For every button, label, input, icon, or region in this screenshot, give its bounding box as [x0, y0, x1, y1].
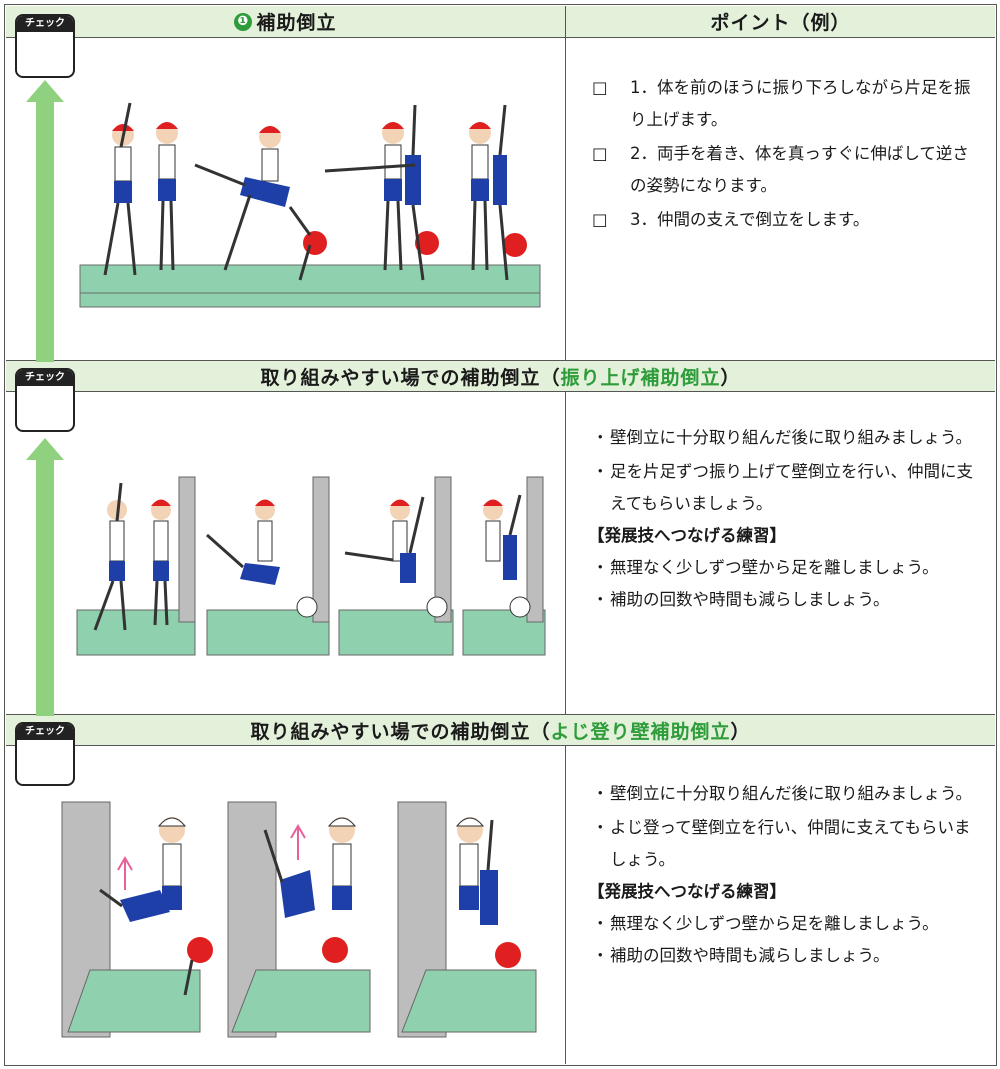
points-header: ポイント（例）: [566, 6, 995, 38]
bullet-text: 壁倒立に十分取り組んだ後に取り組みましょう。: [610, 784, 973, 803]
progress-arrow-shaft-1: [36, 100, 54, 362]
bullet-dot: ・: [592, 818, 609, 837]
column-divider-3: [565, 746, 566, 1064]
practice-subheading: 【発展技へつなげる練習】: [588, 882, 786, 901]
bullet-dot: ・: [592, 428, 609, 447]
column-divider-2: [565, 392, 566, 714]
point-text: 3．仲間の支えで倒立をします。: [630, 210, 870, 229]
bullet-text: よじ登って壁倒立を行い、仲間に支えてもらいましょう。: [610, 818, 971, 869]
progress-arrow-shaft-2: [36, 458, 54, 716]
wall-panel: [462, 476, 546, 656]
bullet-dot: ・: [592, 914, 609, 933]
bullet-text: 無理なく少しずつ壁から足を離しましょう。: [610, 558, 939, 577]
bullet-dot: ・: [592, 462, 609, 481]
point-text: 2．両手を着き、体を真っすぐに伸ばして逆さの姿勢になります。: [630, 144, 969, 195]
bullet-item: ・ 補助の回数や時間も減らしましょう。: [592, 940, 982, 972]
section3-illustration: [61, 801, 537, 1038]
bullet-text: 補助の回数や時間も減らしましょう。: [610, 946, 890, 965]
bullet-item: ・ よじ登って壁倒立を行い、仲間に支えてもらいましょう。: [592, 812, 982, 876]
points-title: ポイント（例）: [710, 12, 851, 34]
column-divider-1: [565, 6, 566, 360]
check-box-icon[interactable]: チェック: [15, 722, 75, 786]
section1-illustration: [79, 102, 541, 308]
kicking-child-figure: [194, 126, 327, 281]
bullet-item: ・ 補助の回数や時間も減らしましょう。: [592, 584, 982, 616]
point-text: 1．体を前のほうに振り下ろしながら片足を振り上げます。: [630, 78, 971, 129]
section3-points: ・ 壁倒立に十分取り組んだ後に取り組みましょう。 ・ よじ登って壁倒立を行い、仲…: [588, 778, 982, 972]
check-box-icon[interactable]: チェック: [15, 14, 75, 78]
point-item: □ 3．仲間の支えで倒立をします。: [592, 204, 982, 236]
section1-points: □ 1．体を前のほうに振り下ろしながら片足を振り上げます。 □ 2．両手を着き、…: [592, 72, 982, 236]
bullet-dot: ・: [592, 558, 609, 577]
bullet-item: ・ 無理なく少しずつ壁から足を離しましょう。: [592, 552, 982, 584]
checkbox-mark[interactable]: □: [592, 210, 608, 229]
bullet-dot: ・: [592, 590, 609, 609]
point-item: □ 2．両手を着き、体を真っすぐに伸ばして逆さの姿勢になります。: [592, 138, 982, 202]
bullet-item: ・ 足を片足ずつ振り上げて壁倒立を行い、仲間に支えてもらいましょう。: [592, 456, 982, 520]
standing-child-figure: [103, 102, 137, 276]
bullet-text: 無理なく少しずつ壁から足を離しましょう。: [610, 914, 939, 933]
bullet-text: 足を片足ずつ振り上げて壁倒立を行い、仲間に支えてもらいましょう。: [610, 462, 973, 513]
table-frame: [4, 4, 997, 1066]
section1-title: 補助倒立: [256, 12, 337, 34]
section2-points: ・ 壁倒立に十分取り組んだ後に取り組みましょう。 ・ 足を片足ずつ振り上げて壁倒…: [588, 422, 982, 616]
number-one-badge: ❶: [234, 12, 253, 31]
climb-scene: [61, 801, 213, 1038]
child-figures: [93, 482, 531, 631]
check-box-icon[interactable]: チェック: [15, 368, 75, 432]
wall-panel: [76, 476, 196, 656]
up-arrow-icon: [26, 80, 64, 102]
bullet-item: ・ 壁倒立に十分取り組んだ後に取り組みましょう。: [592, 778, 982, 810]
check-label: チェック: [17, 16, 73, 32]
bullet-text: 補助の回数や時間も減らしましょう。: [610, 590, 890, 609]
up-arrow-icon: [26, 438, 64, 460]
bullet-dot: ・: [592, 784, 609, 803]
helper-child-figure: [156, 122, 178, 271]
bullet-item: ・ 無理なく少しずつ壁から足を離しましょう。: [592, 908, 982, 940]
checkbox-mark[interactable]: □: [592, 144, 608, 163]
section3-title-suffix: ）: [730, 720, 751, 743]
section1-header: ❶ 補助倒立: [6, 6, 565, 38]
climb-scene: [397, 801, 537, 1038]
practice-subheading: 【発展技へつなげる練習】: [588, 526, 786, 545]
bullet-text: 壁倒立に十分取り組んだ後に取り組みましょう。: [610, 428, 973, 447]
section2-illustration: [76, 476, 546, 656]
section3-title-highlight: よじ登り壁補助倒立: [550, 720, 731, 743]
point-item: □ 1．体を前のほうに振り下ろしながら片足を振り上げます。: [592, 72, 982, 136]
bullet-item: ・ 壁倒立に十分取り組んだ後に取り組みましょう。: [592, 422, 982, 454]
handstand-pair-figure: [469, 104, 527, 281]
climb-scene: [227, 801, 371, 1038]
check-label: チェック: [17, 370, 73, 386]
section2-title-highlight: 振り上げ補助倒立: [560, 366, 721, 389]
section2-title-suffix: ）: [720, 366, 741, 389]
checkbox-mark[interactable]: □: [592, 78, 608, 97]
section2-header: 取り組みやすい場での補助倒立（振り上げ補助倒立）: [6, 360, 995, 392]
support-pair-figure: [324, 104, 439, 281]
section2-title-prefix: 取り組みやすい場での補助倒立（: [260, 366, 561, 389]
section3-header: 取り組みやすい場での補助倒立（よじ登り壁補助倒立）: [6, 714, 995, 746]
wall-panel: [206, 476, 330, 656]
section3-title-prefix: 取り組みやすい場での補助倒立（: [250, 720, 551, 743]
wall-panel: [338, 476, 454, 656]
check-label: チェック: [17, 724, 73, 740]
bullet-dot: ・: [592, 946, 609, 965]
